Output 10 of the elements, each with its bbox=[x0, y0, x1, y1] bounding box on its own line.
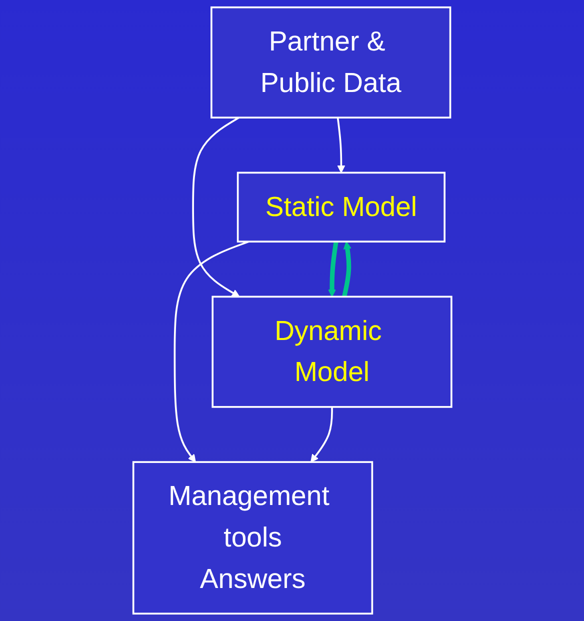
arrow bbox=[328, 241, 338, 298]
arrow bbox=[336, 117, 345, 174]
node-box: Partner & Public Data bbox=[210, 6, 451, 119]
arrow bbox=[173, 240, 249, 462]
node-box: Management tools Answers bbox=[132, 461, 373, 615]
node-box: Static Model bbox=[236, 172, 446, 243]
arrow bbox=[342, 241, 351, 298]
arrow bbox=[310, 406, 333, 462]
node-box: Dynamic Model bbox=[211, 296, 452, 408]
arrow bbox=[192, 116, 240, 298]
